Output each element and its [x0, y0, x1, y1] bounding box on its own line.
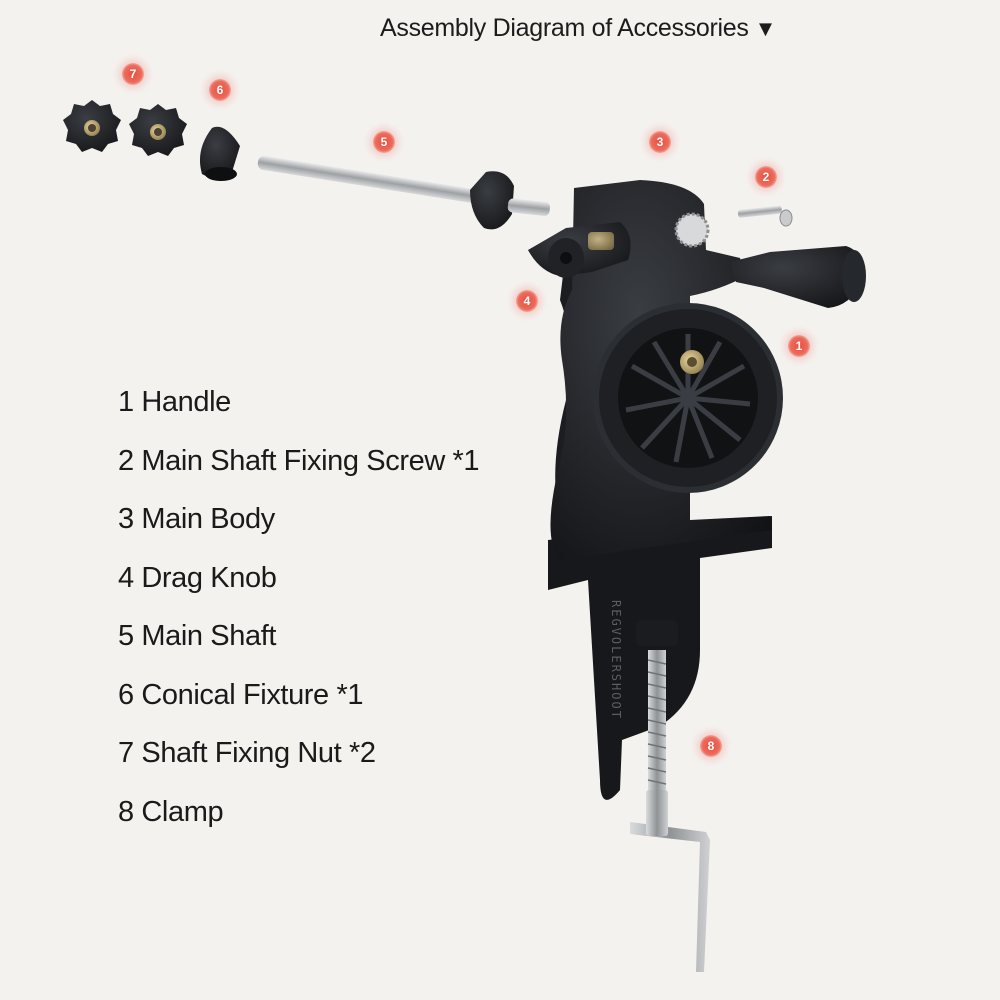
callout-badge-1: 1 [788, 335, 810, 357]
callout-badge-8: 8 [700, 735, 722, 757]
legend-item-main-body: 3 Main Body [118, 503, 275, 535]
conical-fixture [199, 126, 240, 181]
drag-knob [528, 222, 631, 278]
main-shaft-fixing-screw [737, 205, 793, 227]
legend-item-handle: 1 Handle [118, 386, 231, 418]
diagram-title-text: Assembly Diagram of Accessories [380, 14, 749, 42]
legend-item-conical-fixture: 6 Conical Fixture *1 [118, 678, 364, 711]
callout-badge-4: 4 [516, 290, 538, 312]
callout-badge-2: 2 [755, 166, 777, 188]
main-shaft [257, 155, 551, 230]
parts-legend: 1 Handle 2 Main Shaft Fixing Screw *1 3 … [118, 382, 480, 850]
body-engraving: REGVOLERSHOOT [609, 600, 623, 720]
clamp [630, 620, 710, 972]
legend-item-main-shaft-fixing-screw: 2 Main Shaft Fixing Screw *1 [118, 444, 480, 477]
down-triangle-icon: ▼ [754, 16, 777, 41]
shaft-fixing-nut-1 [63, 100, 121, 152]
callout-badge-7: 7 [122, 63, 144, 85]
callout-badge-5: 5 [373, 131, 395, 153]
handle [730, 246, 866, 308]
callout-badge-6: 6 [209, 79, 231, 101]
diagram-title: Assembly Diagram of Accessories▼ [380, 14, 776, 43]
legend-item-drag-knob: 4 Drag Knob [118, 561, 277, 594]
legend-item-clamp: 8 Clamp [118, 795, 224, 828]
callout-badge-3: 3 [649, 131, 671, 153]
legend-item-shaft-fixing-nut: 7 Shaft Fixing Nut *2 [118, 737, 376, 769]
legend-item-main-shaft: 5 Main Shaft [118, 620, 277, 652]
shaft-fixing-nut-2 [129, 104, 187, 156]
